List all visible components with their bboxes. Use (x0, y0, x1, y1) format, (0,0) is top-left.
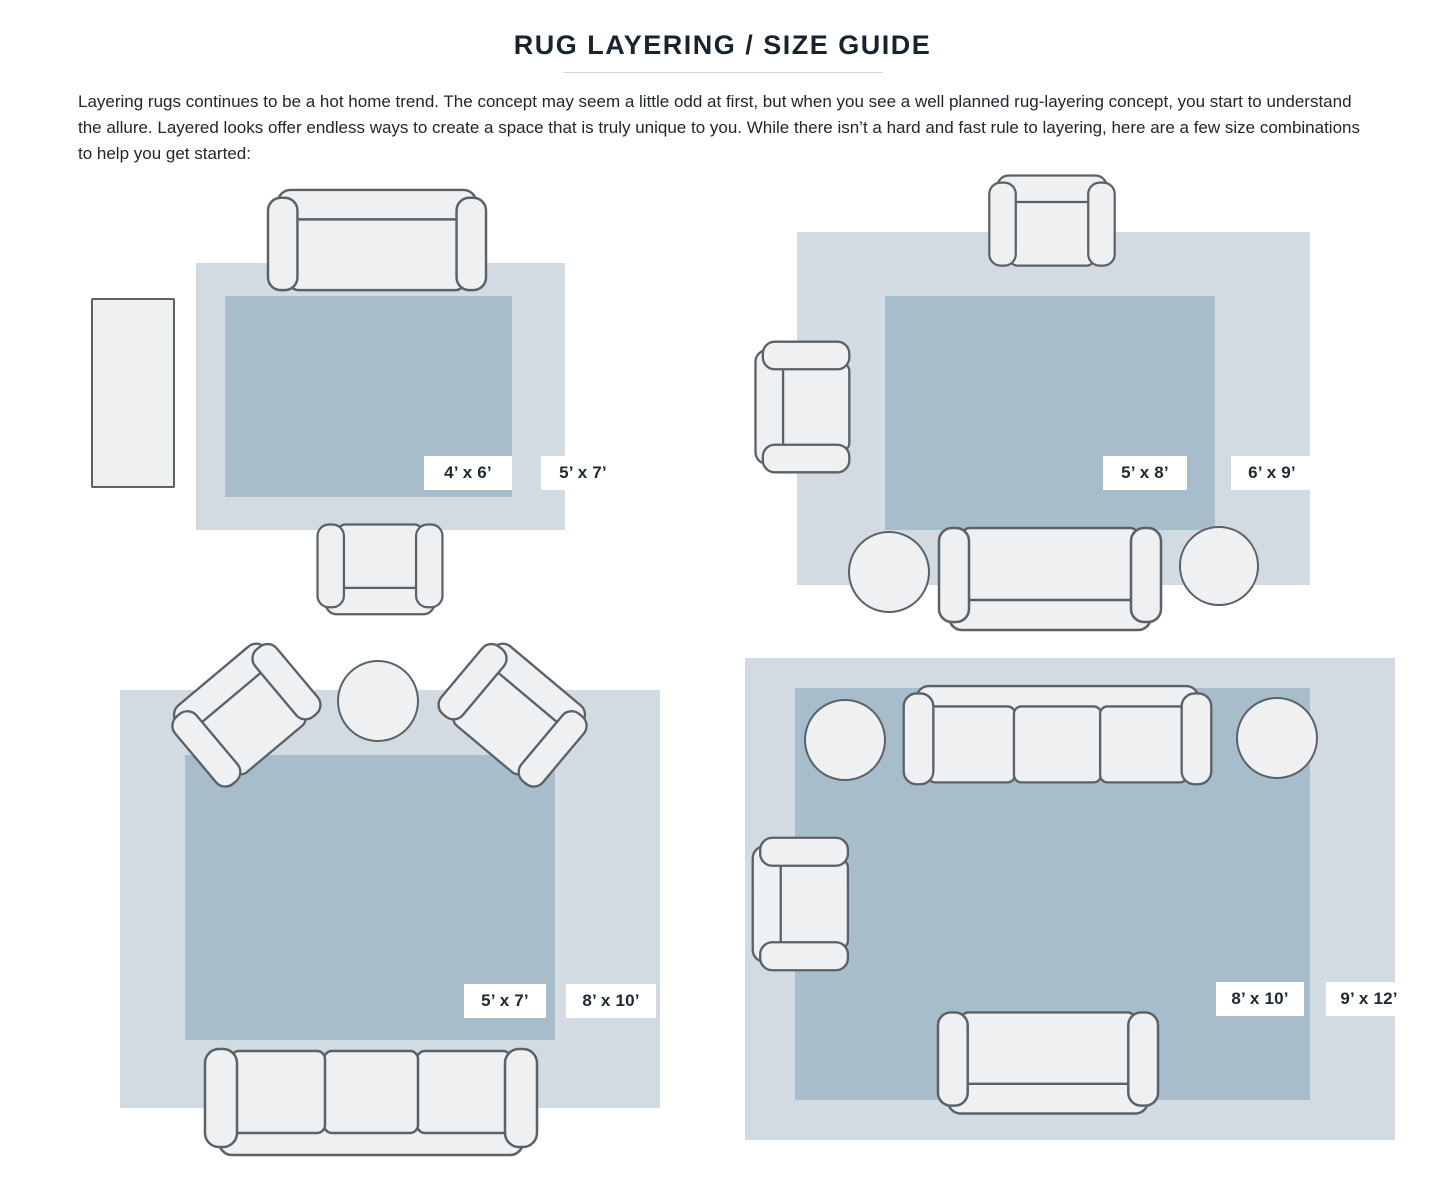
inner-rug (885, 296, 1215, 530)
side-table-icon (91, 298, 175, 488)
page-title: RUG LAYERING / SIZE GUIDE (513, 30, 932, 60)
armchair-icon (751, 836, 850, 972)
inner-rug-size-label: 4’ x 6’ (424, 456, 512, 490)
loveseat-icon (936, 1010, 1160, 1115)
outer-rug-size-label: 8’ x 10’ (566, 984, 656, 1018)
intro-paragraph: Layering rugs continues to be a hot home… (78, 92, 1360, 163)
title-divider (562, 72, 883, 73)
round-table-icon (1236, 697, 1318, 779)
round-table-icon (1179, 526, 1259, 606)
inner-rug-size-label: 5’ x 8’ (1103, 456, 1187, 490)
outer-rug-size-label: 5’ x 7’ (541, 456, 625, 490)
round-table-icon (804, 699, 886, 781)
outer-rug-size-label: 6’ x 9’ (1231, 456, 1313, 490)
round-table-icon (848, 531, 930, 613)
inner-rug-size-label: 8’ x 10’ (1216, 982, 1304, 1016)
sofa-icon (902, 684, 1213, 786)
inner-rug-size-label: 5’ x 7’ (464, 984, 546, 1018)
outer-rug-size-label: 9’ x 12’ (1326, 982, 1412, 1016)
round-table-icon (337, 660, 419, 742)
